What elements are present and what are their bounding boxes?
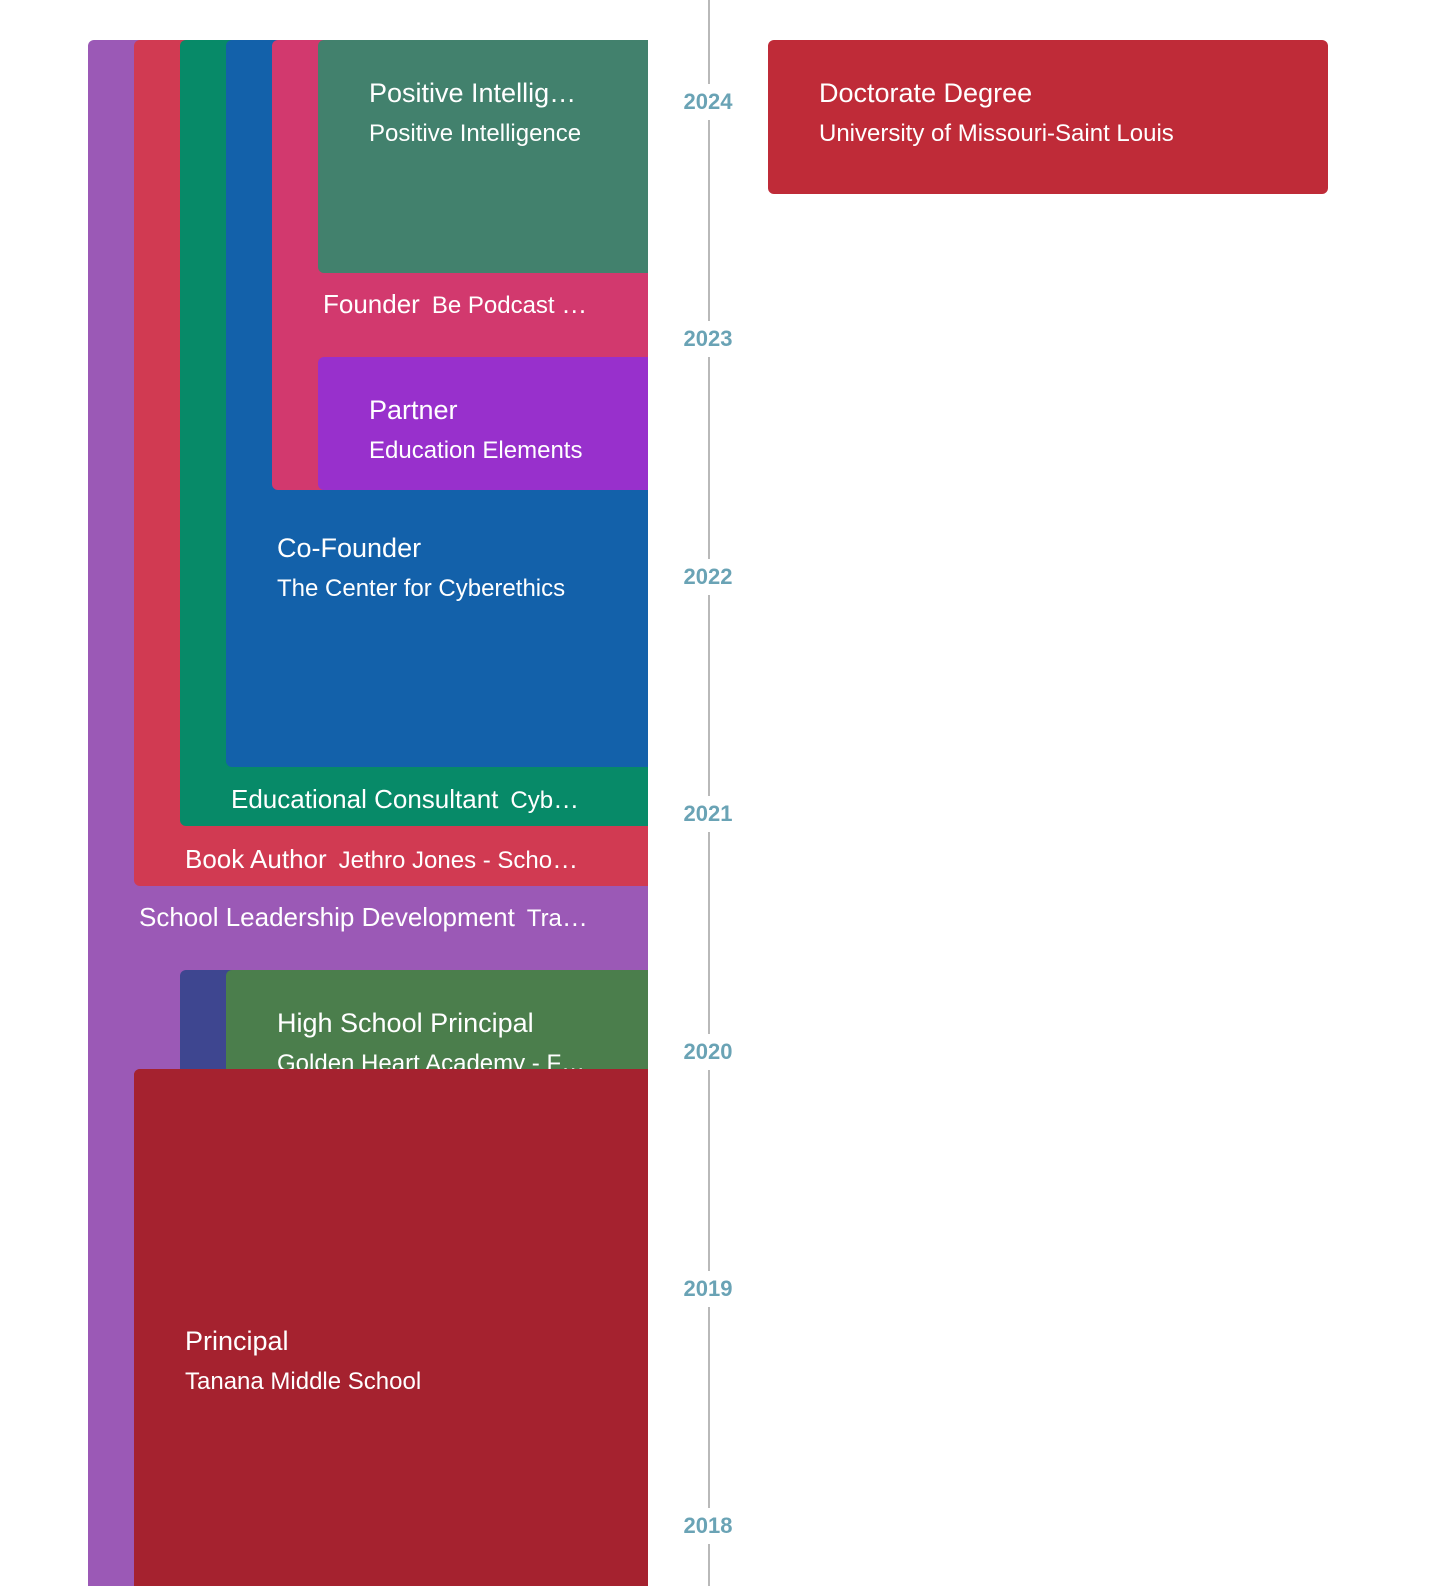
- year-label: 2021: [672, 796, 744, 832]
- positive-intelligence-card[interactable]: Positive Intelligence Coach Positive Int…: [318, 40, 648, 273]
- year-label: 2020: [672, 1034, 744, 1070]
- school-leadership-label: School Leadership Development Transformat…: [139, 901, 595, 935]
- founder-label: Founder Be Podcast Network: [323, 288, 595, 322]
- partner-title: Partner: [369, 395, 458, 425]
- principal-title: Principal: [185, 1326, 289, 1356]
- founder-org: Be Podcast Network: [431, 292, 595, 319]
- partner-card[interactable]: Partner Education Elements: [318, 357, 648, 490]
- doctorate-degree-card[interactable]: Doctorate Degree University of Missouri-…: [768, 40, 1328, 194]
- year-label: 2023: [672, 321, 744, 357]
- year-label: 2019: [672, 1271, 744, 1307]
- founder-title: Founder: [323, 289, 420, 319]
- year-label: 2022: [672, 559, 744, 595]
- principal-text-area: Principal Tanana Middle School: [134, 1281, 648, 1586]
- educational-consultant-title: Educational Consultant: [231, 784, 499, 814]
- book-author-label: Book Author Jethro Jones - School Leaders…: [185, 843, 591, 877]
- book-author-org: Jethro Jones - School Leadership: [338, 847, 591, 874]
- educational-consultant-label: Educational Consultant Cyberethics: [231, 783, 591, 817]
- principal-org: Tanana Middle School: [185, 1368, 422, 1395]
- doctorate-degree-org: University of Missouri-Saint Louis: [819, 120, 1174, 147]
- year-label: 2024: [672, 84, 744, 120]
- timeline-axis: [708, 0, 710, 1586]
- year-label: 2018: [672, 1508, 744, 1544]
- book-author-title: Book Author: [185, 844, 327, 874]
- positive-intelligence-title: Positive Intelligence Coach: [369, 78, 589, 108]
- partner-org: Education Elements: [369, 437, 583, 464]
- co-founder-org: The Center for Cyberethics: [277, 575, 566, 602]
- educational-consultant-org: Cyberethics: [510, 787, 591, 814]
- school-leadership-org: Transformative Principal: [526, 905, 595, 932]
- school-leadership-title: School Leadership Development: [139, 902, 515, 932]
- high-school-principal-title: High School Principal: [277, 1008, 534, 1038]
- co-founder-title: Co-Founder: [277, 533, 422, 563]
- doctorate-degree-title: Doctorate Degree: [819, 78, 1033, 108]
- positive-intelligence-org: Positive Intelligence: [369, 120, 582, 147]
